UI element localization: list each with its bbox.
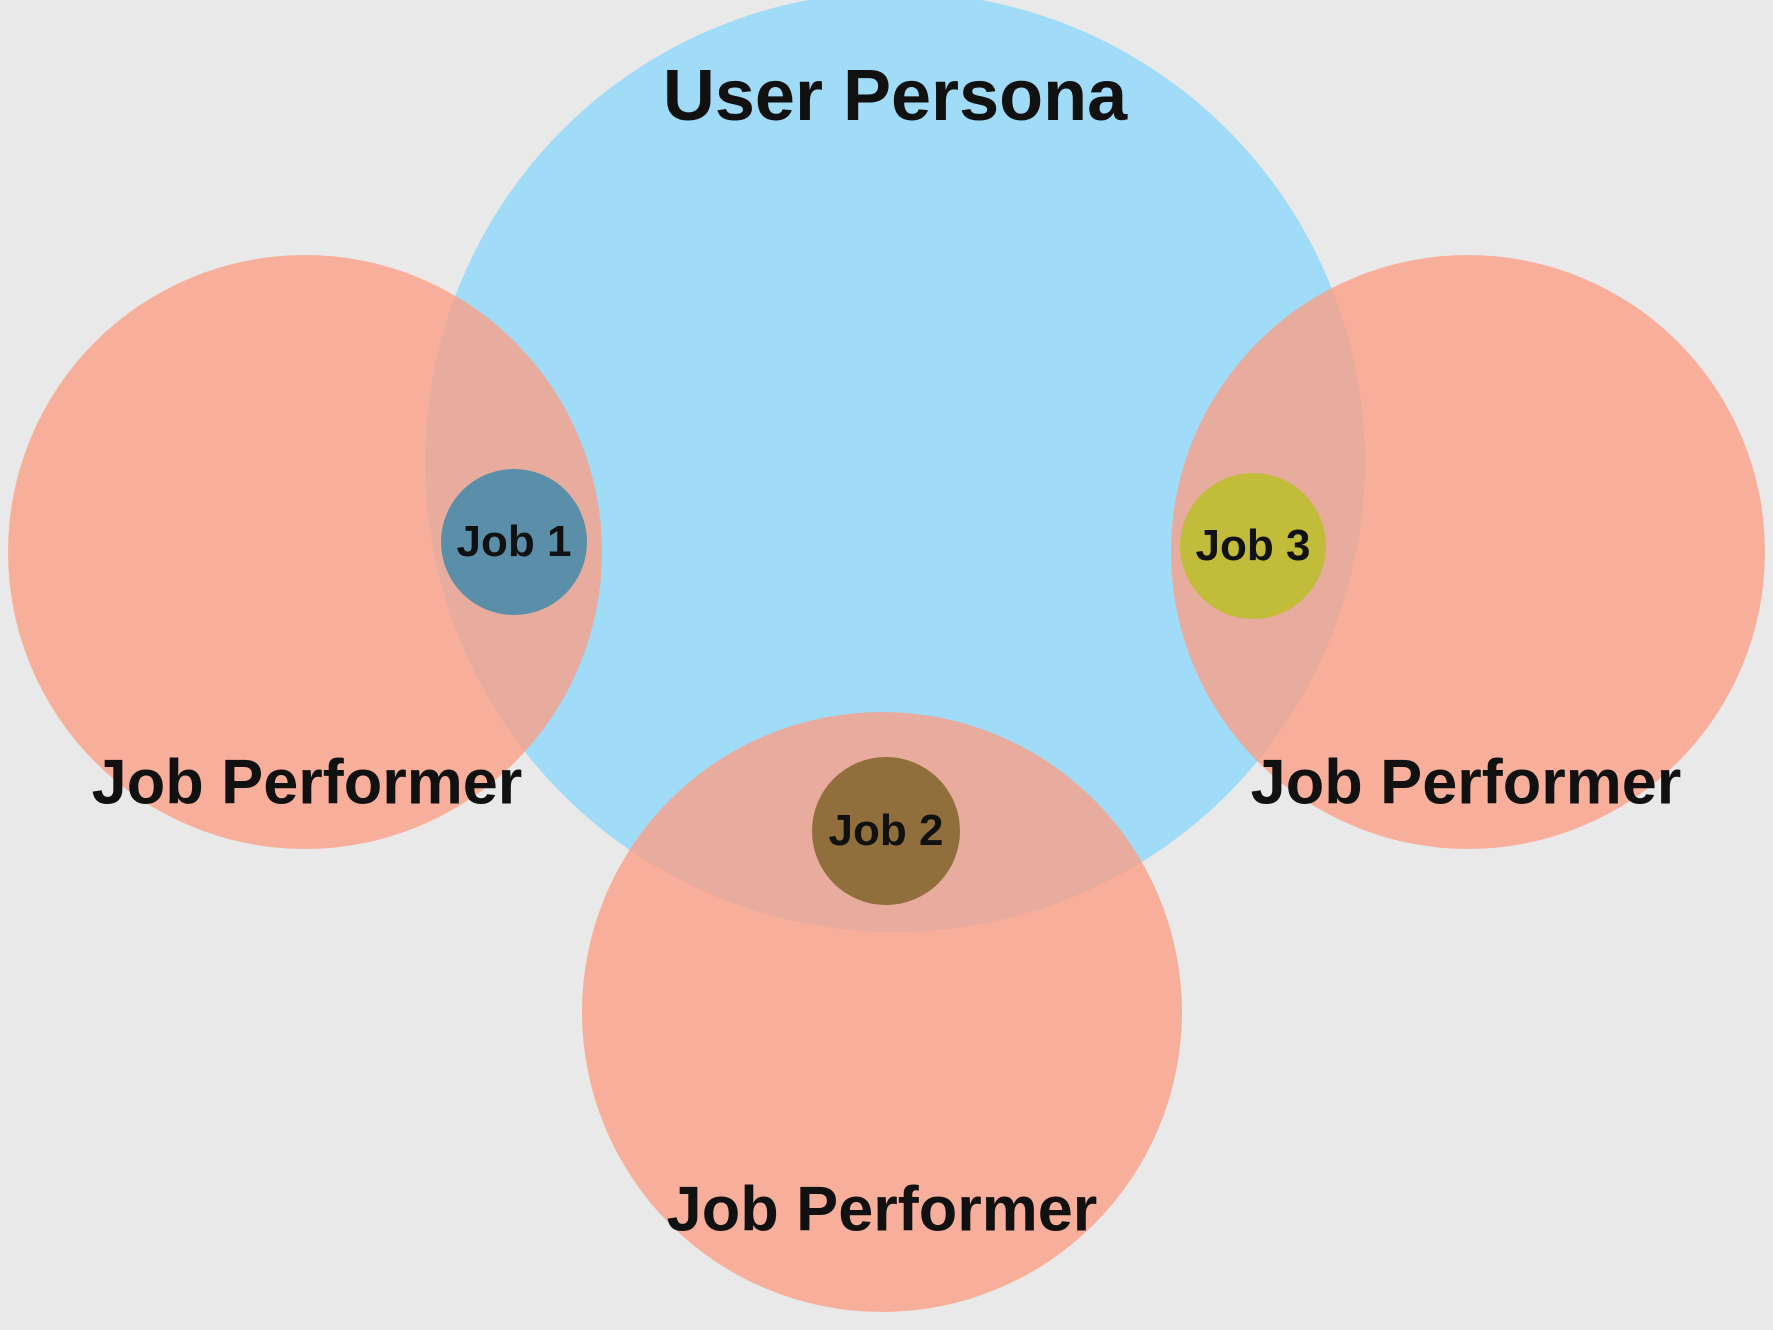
user-persona-circle — [425, 0, 1365, 932]
job-1-label: Job 1 — [456, 517, 572, 566]
job-performer-label-bottom: Job Performer — [666, 1174, 1098, 1245]
job-performer-circle-bottom — [582, 712, 1182, 1312]
job-performer-label-right: Job Performer — [1250, 747, 1682, 818]
job-3-label: Job 3 — [1195, 521, 1311, 570]
job-performer-circle-left — [8, 255, 602, 849]
user-persona-label: User Persona — [662, 56, 1128, 136]
job-performer-label-left: Job Performer — [91, 747, 523, 818]
job-2-label: Job 2 — [828, 806, 944, 855]
job-2-circle — [812, 757, 960, 905]
job-3-circle — [1180, 473, 1326, 619]
job-1-circle — [441, 469, 587, 615]
job-performer-circle-right — [1171, 255, 1765, 849]
